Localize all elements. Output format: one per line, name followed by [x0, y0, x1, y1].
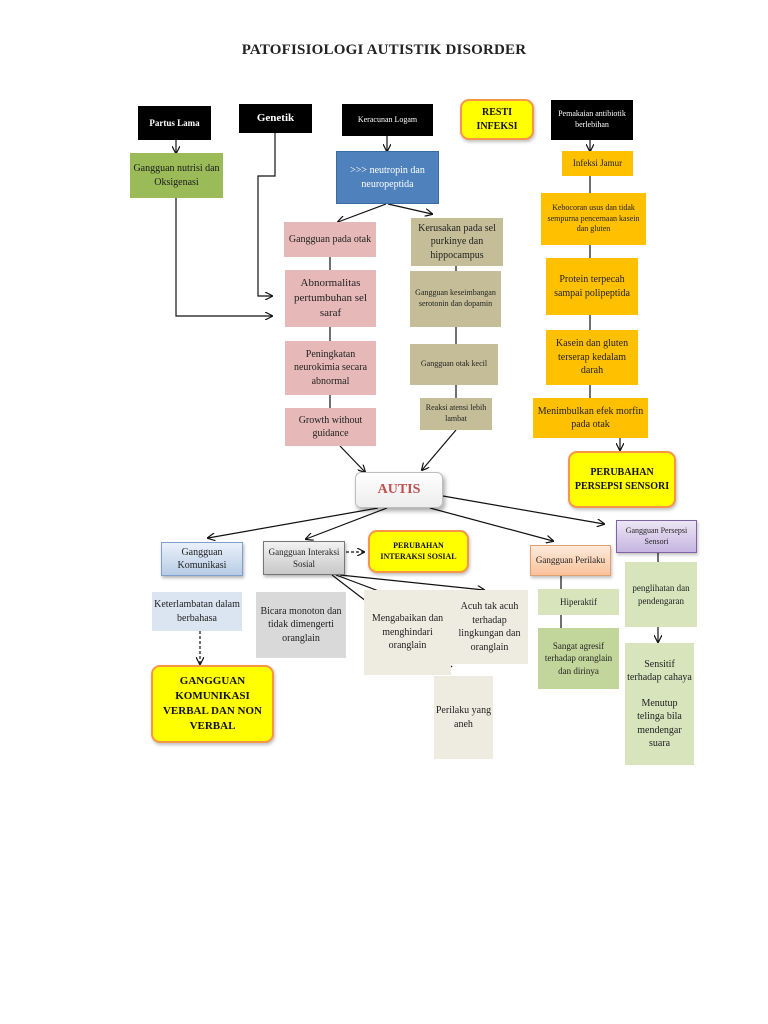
node-reaksi-atensi: Reaksi atensi lebih lambat — [420, 398, 492, 430]
node-genetik: Genetik — [239, 104, 312, 133]
node-peningkatan-neurokimia: Peningkatan neurokimia secara abnormal — [285, 341, 376, 395]
node-keseimbangan-serotonin: Gangguan keseimbangan serotonin dan dopa… — [410, 271, 501, 327]
node-sangat-agresif: Sangat agresif terhadap oranglain dan di… — [538, 628, 619, 689]
node-gangguan-interaksi: Gangguan Interaksi Sosial — [263, 541, 345, 575]
node-hiperaktif: Hiperaktif — [538, 589, 619, 615]
node-infeksi-jamur: Infeksi Jamur — [562, 151, 633, 176]
node-abnormalitas: Abnormalitas pertumbuhan sel saraf — [285, 270, 376, 327]
node-gangguan-perilaku: Gangguan Perilaku — [530, 545, 611, 576]
node-persepsi-symptoms: Sensitif terhadap cahaya Menutup telinga… — [625, 643, 694, 765]
node-efek-morfin: Menimbulkan efek morfin pada otak — [533, 398, 648, 438]
node-menutup-telinga: Menutup telinga bila mendengar suara — [637, 697, 682, 750]
node-growth: Growth without guidance — [285, 408, 376, 446]
node-kasein-gluten: Kasein dan gluten terserap kedalam darah — [546, 330, 638, 385]
page-title: PATOFISIOLOGI AUTISTIK DISORDER — [241, 42, 527, 58]
node-otak-kecil: Gangguan otak kecil — [410, 344, 498, 385]
node-gangguan-otak: Gangguan pada otak — [284, 222, 376, 257]
node-pemakaian-antibiotik: Pemakaian antibiotik berlebihan — [551, 100, 633, 140]
node-acuh: Acuh tak acuh terhadap lingkungan dan or… — [451, 590, 528, 664]
node-gangguan-komunikasi: Gangguan Komunikasi — [161, 542, 243, 576]
node-kerusakan-purkinye: Kerusakan pada sel purkinye dan hippocam… — [411, 218, 503, 266]
node-neutropin: >>> neutropin dan neuropeptida — [336, 151, 439, 204]
node-penglihatan: penglihatan dan pendengaran — [625, 562, 697, 627]
node-gangguan-persepsi: Gangguan Persepsi Sensori — [616, 520, 697, 553]
node-perilaku-aneh: Perilaku yang aneh — [434, 676, 493, 759]
node-bicara-monoton: Bicara monoton dan tidak dimengerti oran… — [256, 592, 346, 658]
node-keracunan-logam: Keracunan Logam — [342, 104, 433, 136]
node-keterlambatan: Keterlambatan dalam berbahasa — [152, 592, 242, 631]
node-gangguan-nutrisi: Gangguan nutrisi dan Oksigenasi — [130, 153, 223, 198]
node-gangguan-komunikasi-verbal: GANGGUAN KOMUNIKASI VERBAL DAN NON VERBA… — [151, 665, 274, 743]
node-partus-lama: Partus Lama — [138, 106, 211, 140]
node-protein-terpecah: Protein terpecah sampai polipeptida — [546, 258, 638, 315]
node-sensitif: Sensitif terhadap cahaya — [627, 658, 692, 684]
node-autis: AUTIS — [355, 472, 443, 508]
node-perubahan-persepsi: PERUBAHAN PERSEPSI SENSORI — [568, 451, 676, 508]
node-kebocoran-usus: Kebocoran usus dan tidak sempurna pencer… — [541, 193, 646, 245]
node-perubahan-interaksi: PERUBAHAN INTERAKSI SOSIAL — [368, 530, 469, 573]
node-resti-infeksi: RESTI INFEKSI — [460, 99, 534, 140]
node-mengabaikan: Mengabaikan dan menghindari oranglain — [364, 590, 451, 675]
